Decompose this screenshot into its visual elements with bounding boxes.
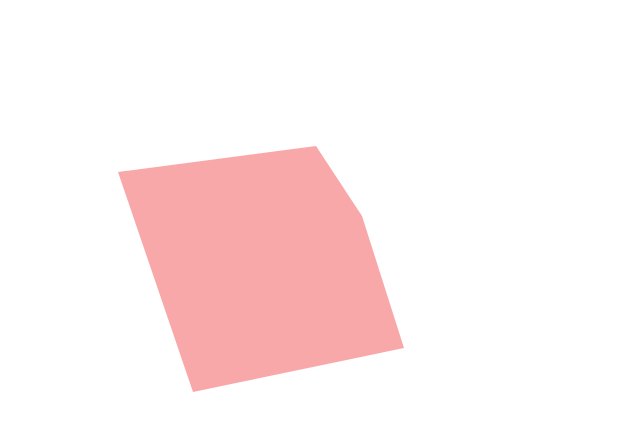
pink-polygon-shape: [118, 146, 404, 392]
